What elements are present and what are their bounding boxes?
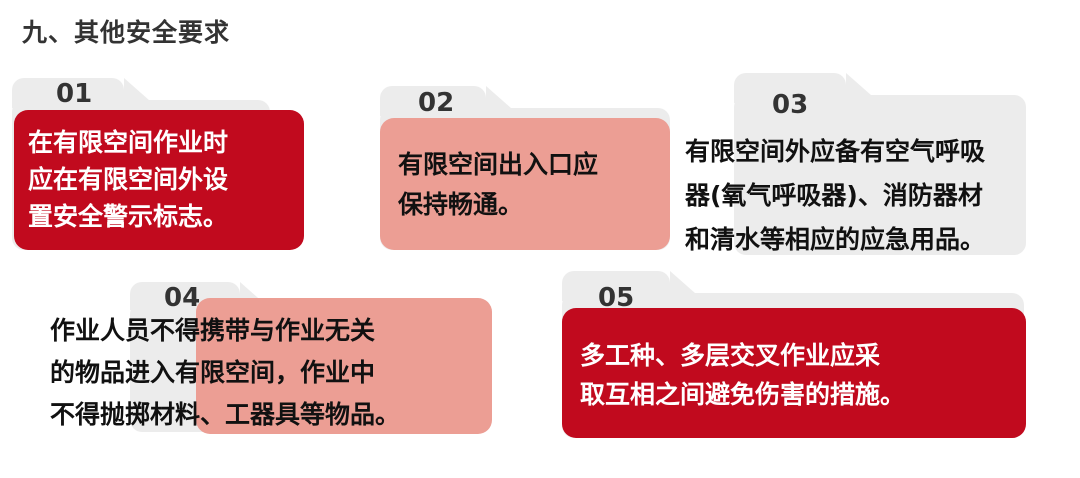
card-text-line: 置安全警示标志。 bbox=[28, 202, 229, 231]
card-number: 04 bbox=[164, 283, 201, 313]
card-text-line: 器(氧气呼吸器)、消防器材 bbox=[685, 181, 983, 210]
card-text-line: 多工种、多层交叉作业应采 bbox=[580, 341, 881, 370]
card-body bbox=[14, 110, 304, 250]
card-number: 01 bbox=[56, 79, 93, 109]
card-text-line: 有限空间出入口应 bbox=[398, 150, 599, 179]
card-text-line: 作业人员不得携带与作业无关 bbox=[50, 316, 376, 345]
card-text-line: 不得抛掷材料、工器具等物品。 bbox=[50, 400, 401, 429]
card-text-line: 应在有限空间外设 bbox=[28, 165, 229, 194]
card-body bbox=[562, 308, 1026, 438]
card-text-line: 保持畅通。 bbox=[398, 190, 524, 219]
card-text-line: 的物品进入有限空间，作业中 bbox=[50, 358, 376, 387]
card-text-line: 有限空间外应备有空气呼吸 bbox=[685, 137, 986, 166]
card-body bbox=[196, 298, 492, 434]
card-text-line: 和清水等相应的应急用品。 bbox=[685, 225, 986, 254]
card-number: 03 bbox=[772, 90, 809, 120]
page-title: 九、其他安全要求 bbox=[22, 18, 231, 47]
card-text-line: 在有限空间作业时 bbox=[28, 128, 229, 157]
card-number: 02 bbox=[418, 88, 455, 118]
card-body bbox=[380, 118, 670, 250]
folder-body bbox=[734, 95, 1026, 255]
card-text-line: 取互相之间避免伤害的措施。 bbox=[580, 380, 906, 409]
